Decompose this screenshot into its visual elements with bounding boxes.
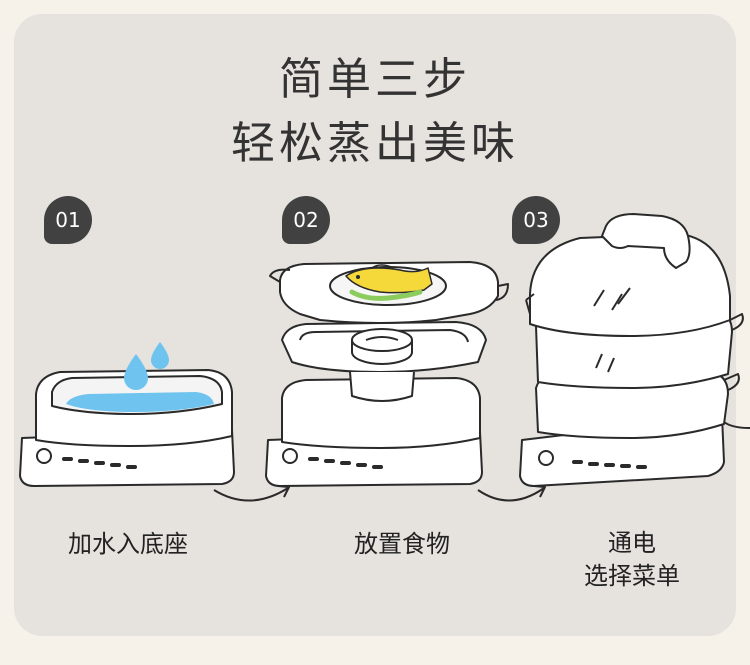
step-2-label: 放置食物 (354, 530, 450, 558)
next-step-arrow (477, 487, 545, 502)
assembled-steamer-illustration (519, 213, 750, 487)
headline-line-1: 简单三步 (279, 54, 471, 105)
step-3-badge: 03 (512, 196, 560, 244)
step-3-label-line-2: 选择菜单 (584, 562, 680, 590)
step-2-badge: 02 (282, 196, 330, 244)
water-drop-icon (151, 342, 169, 369)
water-base-illustration (19, 342, 235, 487)
step-1-badge: 01 (44, 196, 92, 244)
step-3-label-line-1: 通电 (608, 529, 656, 557)
next-step-arrow (213, 487, 289, 502)
fish-icon (345, 264, 433, 301)
water-drop-icon (124, 354, 148, 390)
headline-line-2: 轻松蒸出美味 (231, 118, 519, 169)
food-placement-illustration (265, 261, 509, 487)
step-1-label: 加水入底座 (68, 530, 188, 558)
